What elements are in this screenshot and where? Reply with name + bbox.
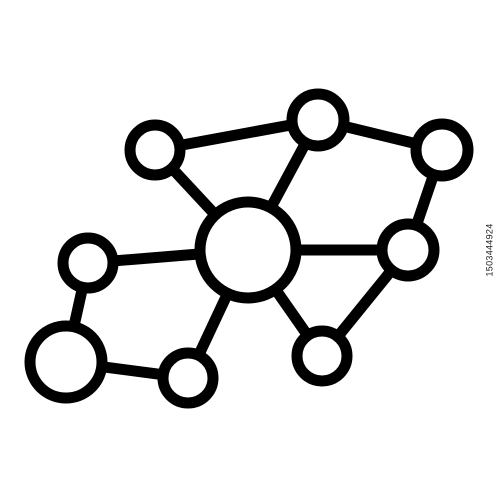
node (157, 347, 219, 409)
node (376, 218, 440, 282)
stock-id-label: 1503444924 (482, 0, 498, 500)
stock-id-text: 1503444924 (485, 223, 495, 277)
node (410, 118, 474, 182)
node (291, 325, 353, 387)
node (57, 232, 119, 294)
node (24, 320, 108, 404)
central-node (194, 196, 302, 304)
network-nodes (24, 88, 474, 409)
node (286, 88, 350, 152)
node (124, 119, 186, 181)
